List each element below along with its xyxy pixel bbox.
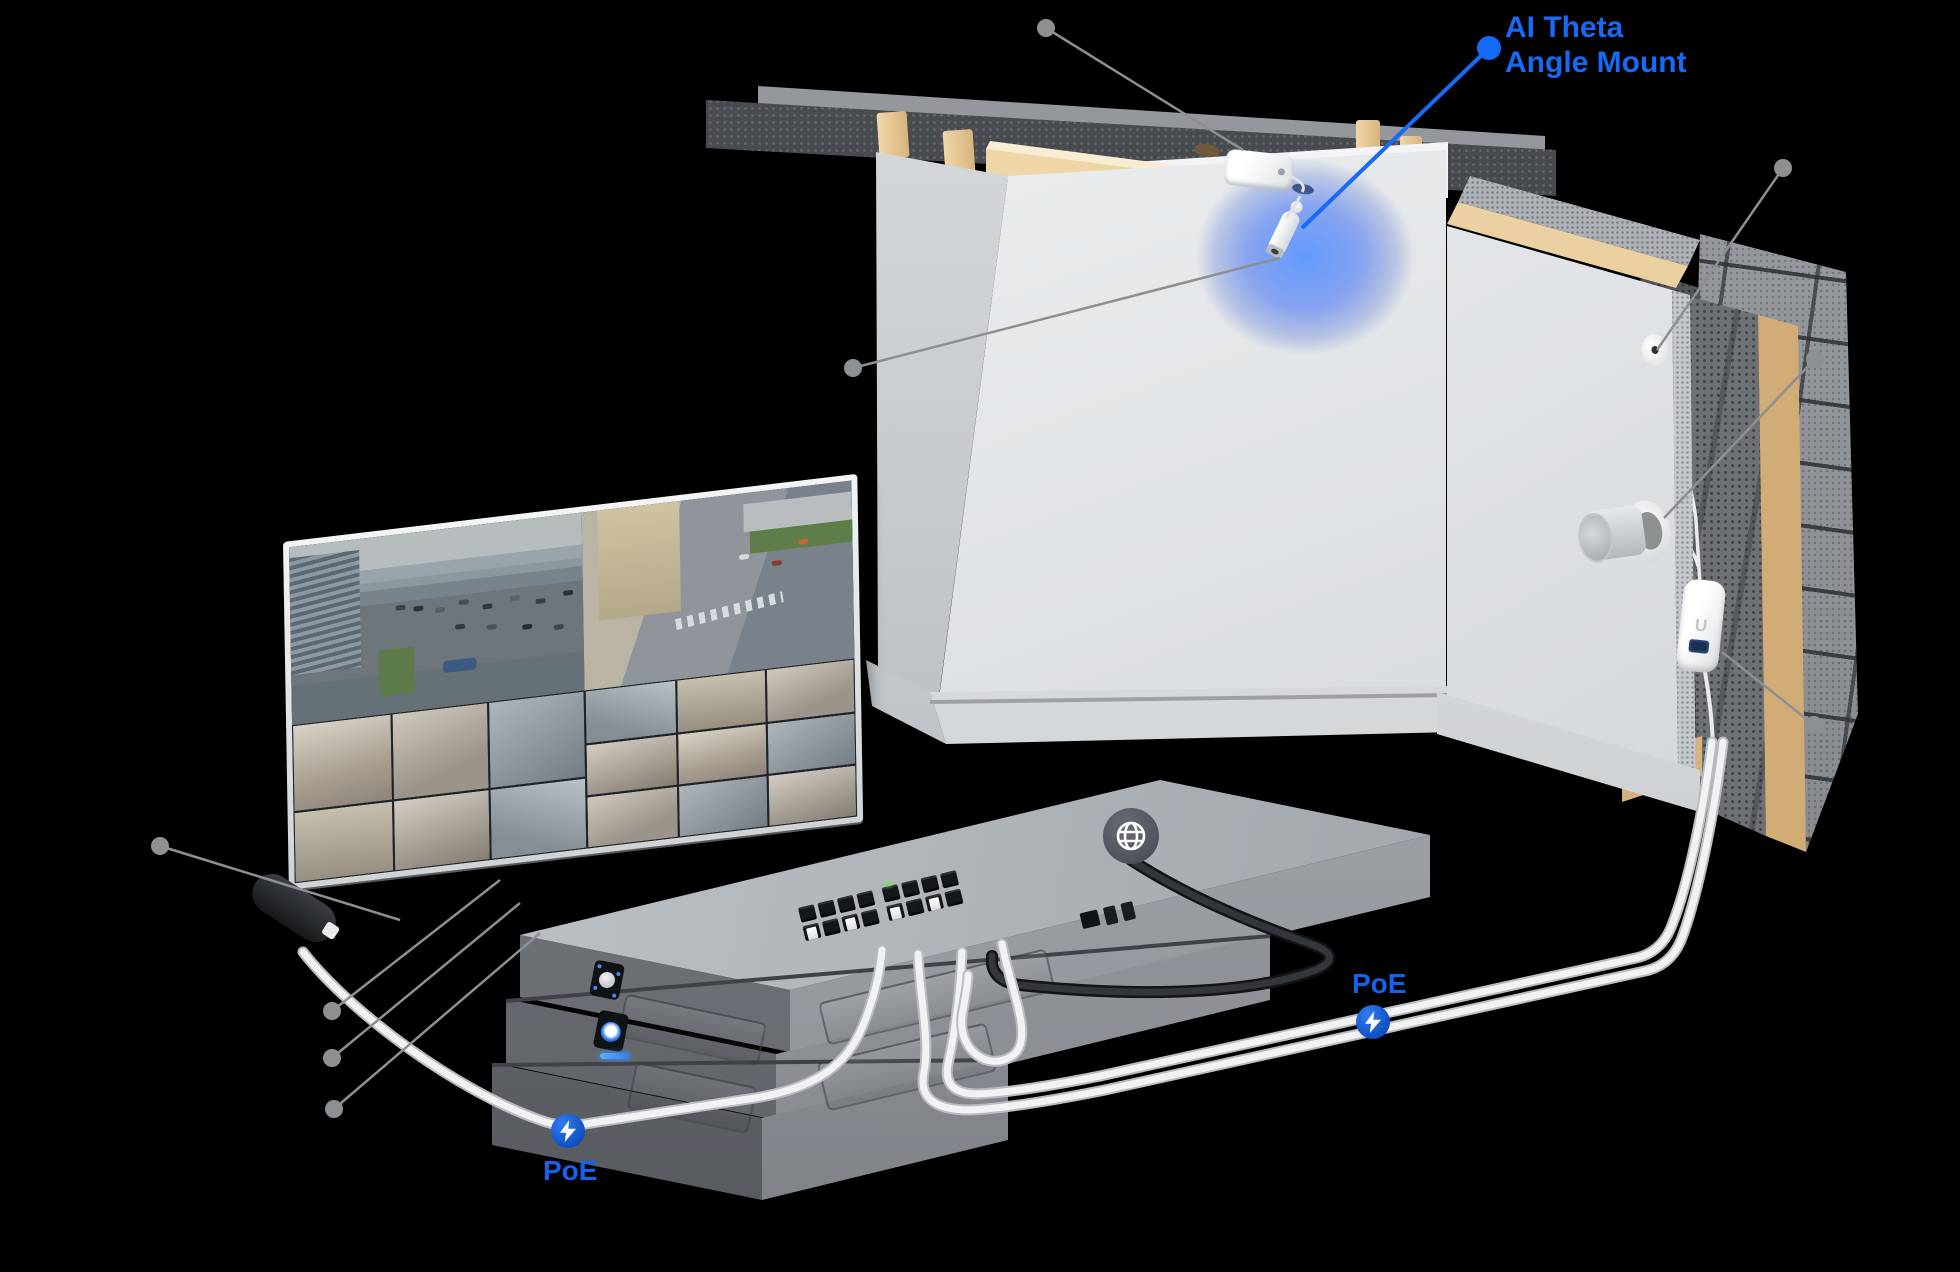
callout-line-display-adapter (159, 844, 401, 922)
callout-dot-ai-theta-camera-lens (844, 359, 862, 377)
callout-dot-theta-poe-adapter-on-shelf (1037, 19, 1055, 37)
internet-badge (1103, 808, 1159, 864)
poe-label: PoE (543, 1155, 598, 1186)
callout-line-in-wall-adapter (1721, 651, 1815, 726)
callout-line-rack-device-bottom (333, 932, 541, 1110)
callout-line-rack-device-top (331, 879, 501, 1012)
lightning-bolt-icon (560, 1120, 576, 1142)
camera-status-glow (1168, 134, 1442, 380)
callout-dot-rack-device-bottom (325, 1100, 343, 1118)
callout-dot-ai-theta-angle-mount-camera (1477, 36, 1501, 60)
callout-dot-rack-device-middle (323, 1049, 341, 1067)
callout-line-ai-theta-angle-mount-camera (1300, 46, 1491, 230)
globe-icon (1116, 821, 1146, 851)
callout-dot-peephole-camera (1806, 350, 1824, 368)
theta-callout-label: AI Theta Angle Mount (1505, 10, 1687, 80)
poe-label: PoE (1352, 968, 1407, 999)
status-led-strip (600, 1053, 630, 1059)
poe-badge (551, 1114, 585, 1148)
callout-dot-pinhole-camera (1774, 159, 1792, 177)
lightning-bolt-icon (1365, 1011, 1381, 1033)
callout-line-theta-poe-adapter-on-shelf (1045, 26, 1244, 152)
poe-badge (1356, 1005, 1390, 1039)
theta-label-line1: AI Theta (1505, 11, 1624, 44)
callout-line-rack-device-middle (331, 902, 521, 1059)
callout-dot-display-adapter (151, 837, 169, 855)
theta-label-line2: Angle Mount (1505, 46, 1687, 79)
callout-line-ai-theta-camera-lens (852, 256, 1281, 370)
callout-dot-in-wall-adapter (1805, 716, 1823, 734)
callout-dot-rack-device-top (323, 1002, 341, 1020)
callout-line-pinhole-camera (1655, 167, 1785, 351)
callout-line-peephole-camera (1663, 358, 1816, 519)
